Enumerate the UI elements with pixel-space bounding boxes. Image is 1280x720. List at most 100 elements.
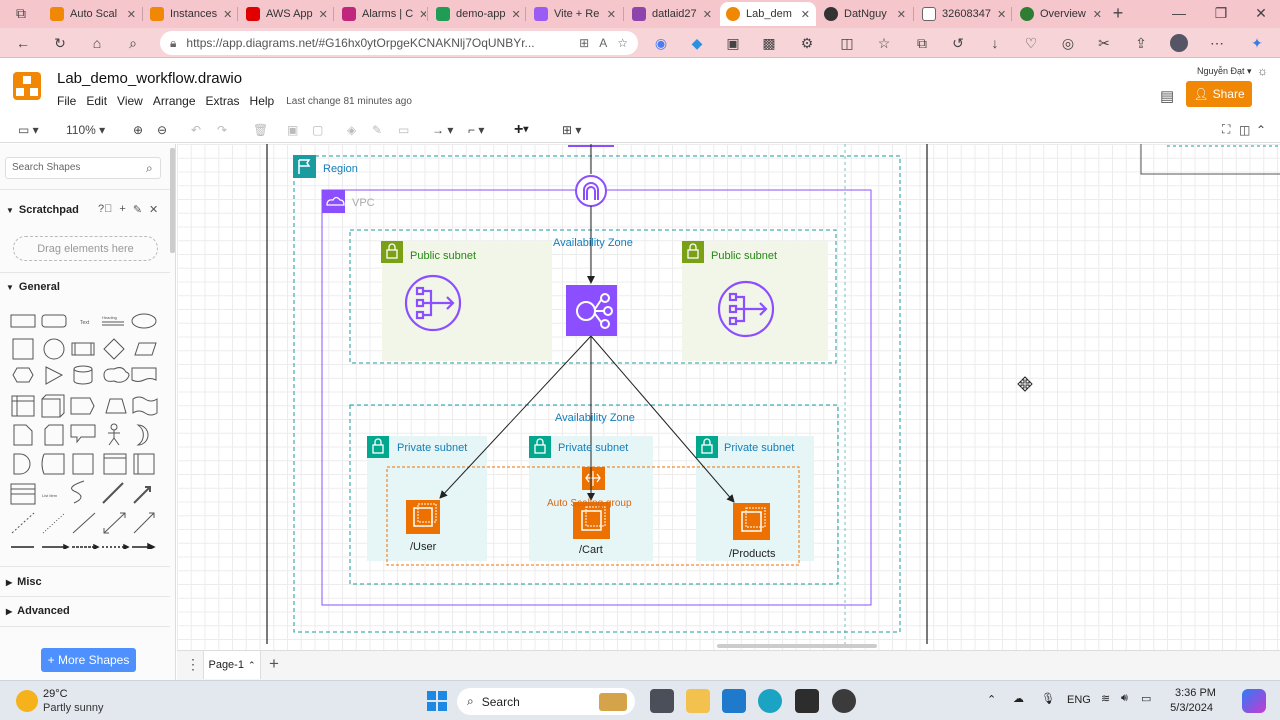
close-icon[interactable]: ✕ — [419, 8, 426, 21]
copilot-icon[interactable] — [1242, 689, 1266, 713]
general-shape-palette[interactable]: Text Heading — [6, 309, 166, 549]
clock-date[interactable]: 5/3/2024 — [1170, 702, 1213, 714]
minimize-icon[interactable]: — — [1172, 5, 1186, 21]
favorite-icon[interactable]: ☆ — [617, 36, 628, 50]
delete-icon[interactable]: 🗑︎ — [253, 122, 269, 137]
shadow-icon[interactable]: ▭ — [398, 122, 410, 137]
close-icon[interactable]: ✕ — [996, 8, 1007, 21]
reader-icon[interactable]: ⊞ — [579, 36, 590, 50]
clock-time[interactable]: 3:36 PM — [1175, 687, 1216, 699]
misc-header[interactable]: ▶Misc — [6, 576, 42, 588]
close-icon[interactable]: ✕ — [1092, 8, 1102, 21]
onedrive-icon[interactable]: ☁ — [1013, 693, 1024, 705]
menu-edit[interactable]: Edit — [86, 94, 108, 108]
taskbar-search[interactable]: ⌕Search — [457, 688, 635, 715]
task-view-icon[interactable] — [650, 689, 674, 713]
menu-extras[interactable]: Extras — [205, 94, 240, 108]
collections-icon[interactable]: ⧉ — [917, 34, 927, 51]
fill-color-icon[interactable]: ◈ — [347, 122, 357, 137]
home-icon[interactable]: ⌂ — [92, 35, 102, 51]
obs-icon[interactable] — [832, 689, 856, 713]
weather-icon[interactable] — [16, 690, 38, 712]
microphone-icon[interactable]: 🎙︎ — [1041, 693, 1055, 705]
to-front-icon[interactable]: ▣ — [287, 122, 299, 137]
close-icon[interactable]: ✕ — [318, 8, 328, 21]
zoom-out-icon[interactable]: ⊖ — [157, 122, 168, 137]
menu-view[interactable]: View — [117, 94, 143, 108]
browser-tab-11[interactable]: Overview✕ — [1014, 2, 1108, 26]
browser-tab-7[interactable]: datlaid27✕ — [626, 2, 718, 26]
web-capture-icon[interactable]: ✂ — [1098, 34, 1110, 51]
screenshot-icon[interactable]: ◎ — [1061, 34, 1075, 51]
menu-arrange[interactable]: Arrange — [152, 94, 196, 108]
edge-icon[interactable] — [758, 689, 782, 713]
line-color-icon[interactable]: ✎ — [372, 122, 383, 137]
workspaces-icon[interactable]: ⧉ — [16, 4, 26, 21]
help-icon[interactable]: ?⃝ — [98, 203, 113, 215]
extension-icon[interactable]: ◆ — [691, 34, 703, 51]
fullscreen-icon[interactable]: ⛶ — [1222, 122, 1231, 136]
browser-tab-5[interactable]: demo-app✕ — [430, 2, 524, 26]
to-back-icon[interactable]: ▢ — [312, 122, 324, 137]
close-icon[interactable]: ✕ — [223, 8, 233, 21]
volume-icon[interactable]: 🔊︎ — [1121, 692, 1128, 704]
split-screen-icon[interactable]: ◫ — [840, 34, 854, 51]
battery-icon[interactable]: ▭ — [1141, 693, 1152, 705]
address-bar[interactable]: 🔒︎ https://app.diagrams.net/#G16hx0ytOrp… — [160, 31, 638, 55]
page-tab-active[interactable]: Page-1⌃ — [203, 651, 261, 679]
browser-tab-active[interactable]: Lab_dem✕ — [720, 2, 816, 26]
performance-icon[interactable]: ♡ — [1024, 34, 1038, 51]
vscode-icon[interactable] — [722, 689, 746, 713]
document-title[interactable]: Lab_demo_workflow.drawio — [57, 70, 243, 87]
share-icon[interactable]: ⇪ — [1135, 34, 1147, 51]
comments-icon[interactable]: ▤ — [1160, 88, 1175, 105]
start-icon[interactable] — [425, 689, 449, 713]
downloads-icon[interactable]: ↓ — [991, 35, 999, 51]
extensions-icon[interactable]: ⚙ — [800, 34, 814, 51]
sidebar-scrollbar[interactable] — [170, 148, 175, 253]
search-icon[interactable]: ⌕ — [129, 34, 137, 51]
extension-icon[interactable]: ▣ — [726, 34, 740, 51]
diagram-canvas[interactable]: Region VPC Availability Zone Availabilit… — [177, 144, 1280, 650]
refresh-icon[interactable]: ↻ — [54, 34, 66, 51]
menu-help[interactable]: Help — [249, 94, 275, 108]
waypoints-icon[interactable]: ⌐ ▾ — [468, 122, 485, 137]
browser-tab-4[interactable]: Alarms | C✕ — [336, 2, 426, 26]
pages-menu-icon[interactable]: ⋮ — [186, 656, 200, 672]
close-icon[interactable]: ✕ — [149, 204, 159, 216]
extension-icon[interactable]: ▩ — [762, 34, 776, 51]
user-name[interactable]: Nguyễn Đạt ▾ — [1197, 66, 1252, 76]
table-icon[interactable]: ⊞ ▾ — [562, 122, 582, 137]
add-page-icon[interactable]: + — [269, 654, 279, 673]
favorites-icon[interactable]: ☆ — [877, 34, 891, 51]
last-change-text[interactable]: Last change 81 minutes ago — [286, 95, 412, 107]
redo-icon[interactable]: ↷ — [217, 122, 228, 137]
copilot-icon[interactable]: ✦ — [1251, 34, 1263, 51]
read-aloud-icon[interactable]: A — [599, 36, 608, 50]
browser-tab-9[interactable]: DatNguy✕ — [818, 2, 912, 26]
format-panel-icon[interactable]: ▭ ▾ — [18, 122, 39, 137]
scratchpad-dropzone[interactable]: Drag elements here — [13, 236, 158, 261]
weather-temp[interactable]: 29°C — [43, 688, 68, 700]
tray-expand-icon[interactable]: ⌃ — [987, 694, 997, 706]
terminal-icon[interactable] — [795, 689, 819, 713]
zoom-dropdown[interactable]: 110% ▾ — [66, 122, 106, 137]
share-button[interactable]: 👤︎Share — [1186, 81, 1252, 107]
search-icon[interactable]: ⌕ — [146, 161, 153, 175]
connection-icon[interactable]: → ▾ — [432, 122, 454, 137]
zoom-in-icon[interactable]: ⊕ — [133, 122, 144, 137]
general-header[interactable]: ▼General — [6, 281, 60, 293]
search-shapes-input[interactable]: Search Shapes — [5, 157, 161, 179]
maximize-icon[interactable]: ❐ — [1214, 4, 1228, 21]
browser-tab-10[interactable]: 32608347✕ — [916, 2, 1010, 26]
format-panel-toggle-icon[interactable]: ◫ — [1239, 122, 1251, 137]
window-close-icon[interactable]: ✕ — [1255, 4, 1267, 21]
more-shapes-button[interactable]: + More Shapes — [41, 648, 136, 672]
browser-tab-1[interactable]: Auto Scal✕ — [44, 2, 142, 26]
menu-file[interactable]: File — [57, 94, 77, 108]
browser-tab-3[interactable]: AWS App✕ — [240, 2, 332, 26]
more-icon[interactable]: ⋯ — [1210, 34, 1224, 51]
close-icon[interactable]: ✕ — [511, 8, 521, 21]
scratchpad-header[interactable]: ▼Scratchpad — [6, 204, 79, 216]
edit-icon[interactable]: ✎ — [132, 204, 143, 216]
